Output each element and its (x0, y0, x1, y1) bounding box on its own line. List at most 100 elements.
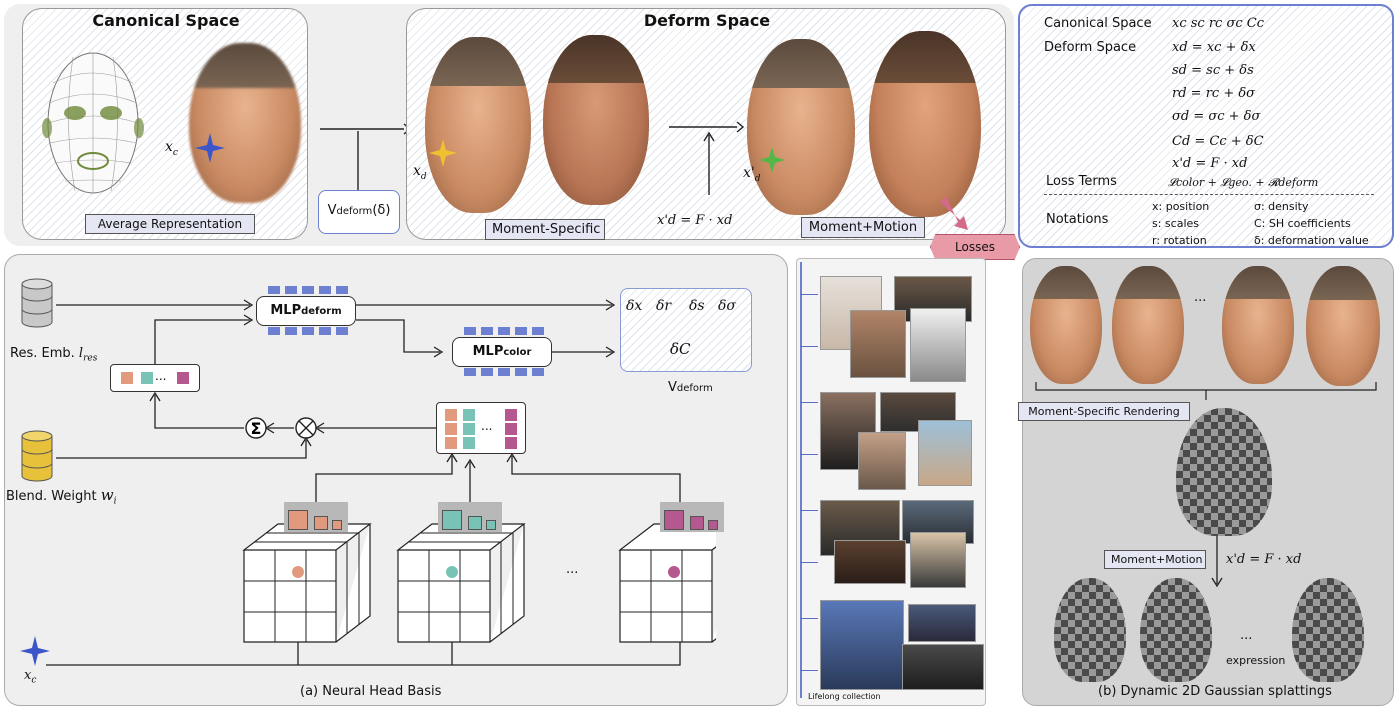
gaussian-head-3-image (1292, 578, 1364, 682)
average-face-image (189, 43, 301, 203)
delta-r: δr (656, 298, 672, 314)
mlp-color-neurons-bottom (464, 368, 546, 376)
deform-face-2-image (543, 35, 649, 205)
timeline-caption: Lifelong collection (808, 692, 881, 701)
gaussian-equation: x'd = F · xd (1226, 552, 1302, 567)
eq-canonical-label: Canonical Space (1044, 16, 1152, 31)
eq-line-3: rd = rc + δσ (1172, 86, 1256, 101)
gaussian-face-2-image (1112, 266, 1184, 384)
gaussian-face-3-image (1222, 266, 1294, 384)
canonical-space-title: Canonical Space (92, 11, 240, 30)
basis-cubes-3 (660, 502, 724, 532)
notation-2: σ: density (1254, 200, 1309, 213)
photo-11 (834, 540, 906, 584)
delta-output-box (620, 288, 752, 372)
gaussian-expression-label: expression (1226, 654, 1286, 667)
deform-face-3-image (747, 39, 855, 215)
gaussian-face-1-image (1030, 266, 1102, 384)
loss-terms-expr: 𝓛color + 𝓛geo. + 𝓡deform (1168, 176, 1319, 189)
gaussian-caption: (b) Dynamic 2D Gaussian splattings (1098, 684, 1332, 699)
mlp-deform-box: MLPdeform (256, 296, 356, 326)
res-emb-database-icon (21, 278, 53, 328)
gaussian-head-1-image (1054, 578, 1126, 682)
deform-xd-prime-label: x'd (743, 165, 761, 184)
canonical-point-star-icon (195, 133, 225, 163)
delta-s: δs (689, 298, 705, 314)
photo-7 (858, 432, 906, 490)
basis-grids (242, 523, 716, 643)
photo-14 (908, 604, 976, 642)
moment-specific-label: Moment-Specific (485, 219, 605, 240)
vdeform-box: Vdeform(δ) (318, 190, 400, 234)
gaussian-brace (1035, 382, 1377, 400)
timeline-axis (800, 262, 802, 698)
deform-face-1-image (425, 37, 531, 213)
photo-4 (910, 308, 966, 382)
neural-xc-label: xc (24, 668, 37, 686)
vdeform-label: Vdeform (668, 380, 713, 395)
eq-line-4: σd = σc + δσ (1172, 109, 1261, 124)
canonical-xc-label: xc (165, 139, 178, 158)
photo-3 (850, 310, 906, 378)
xc-star-icon (20, 636, 50, 666)
losses-badge: Losses (930, 234, 1020, 260)
deform-point-green-star-icon (759, 147, 785, 173)
timeline-ticks (800, 262, 820, 702)
deform-face-4-image (869, 31, 981, 217)
concat-ellipsis: ... (155, 369, 167, 383)
photo-15 (902, 644, 984, 690)
stack-ellipsis: ... (481, 419, 493, 433)
gaussian-face-4-image (1306, 266, 1380, 386)
deform-point-yellow-star-icon (429, 139, 457, 167)
average-representation-label: Average Representation (85, 214, 255, 234)
gaussian-moment-motion-label: Moment+Motion (1104, 550, 1206, 569)
eq-divider (1044, 194, 1374, 195)
blend-weight-database-icon (21, 430, 53, 482)
deform-arrows (669, 121, 745, 195)
mlp-deform-neurons (268, 286, 350, 294)
eq-canonical-vars: xc sc rc σc Cc (1172, 16, 1264, 31)
notation-6: δ: deformation value (1254, 234, 1369, 247)
loss-terms-label: Loss Terms (1046, 174, 1117, 189)
gaussian-heads-ellipsis: ... (1240, 628, 1253, 643)
equations-panel: Canonical Space xc sc rc σc Cc Deform Sp… (1018, 4, 1394, 248)
eq-deform-label: Deform Space (1044, 40, 1137, 55)
eq-line-1: xd = xc + δx (1172, 40, 1256, 55)
svg-text:Σ: Σ (251, 419, 262, 438)
eq-line-6: x'd = F · xd (1172, 156, 1248, 171)
eq-line-2: sd = sc + δs (1172, 63, 1254, 78)
photo-12 (910, 532, 966, 588)
photo-8 (918, 420, 972, 486)
notations-label: Notations (1046, 212, 1109, 227)
basis-cubes-1 (284, 502, 348, 532)
stack-feature-box: ... (436, 402, 526, 454)
photo-13 (820, 600, 904, 690)
deform-xd-label: xd (413, 163, 427, 182)
basis-cubes-2 (438, 502, 502, 532)
delta-x: δx (626, 298, 643, 314)
eq-line-5: Cd = Cc + δC (1172, 134, 1264, 149)
delta-c: δC (670, 340, 691, 358)
delta-sigma: δσ (718, 298, 736, 314)
mlp-deform-neurons-bottom (268, 327, 350, 335)
gaussian-head-main-image (1176, 408, 1272, 536)
deform-space-title: Deform Space (643, 11, 771, 30)
moment-motion-label: Moment+Motion (801, 217, 925, 238)
notation-1: x: position (1152, 200, 1210, 213)
basis-ellipsis: ... (566, 562, 579, 577)
moment-specific-rendering-label: Moment-Specific Rendering (1018, 402, 1190, 421)
gaussian-head-2-image (1140, 578, 1212, 682)
blend-weight-label: Blend. Weight wi (6, 486, 117, 507)
concat-feature-box: ... (110, 364, 200, 392)
res-emb-label: Res. Emb. lres (10, 346, 98, 364)
deform-equation: x'd = F · xd (657, 213, 733, 228)
notation-3: s: scales (1152, 217, 1200, 230)
deform-space-panel: Deform Space xd x'd x'd = F · xd Moment-… (406, 8, 1006, 240)
canonical-space-panel: Canonical Space xc Average Representatio… (22, 8, 308, 240)
gaussian-down-arrow (1211, 536, 1223, 588)
vdeform-arrows (320, 123, 410, 190)
gaussian-faces-ellipsis: ... (1194, 290, 1207, 305)
wireframe-head-icon (42, 52, 144, 194)
notation-4: C: SH coefficients (1254, 217, 1351, 230)
mlp-color-neurons (464, 327, 546, 335)
